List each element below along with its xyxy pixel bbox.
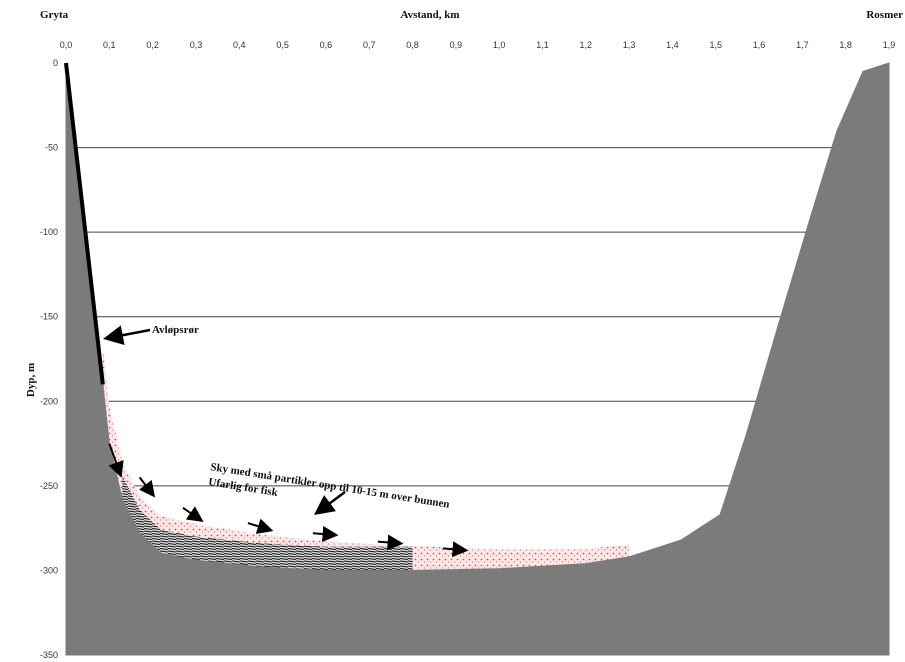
y-tick-label: -250 <box>40 481 58 491</box>
x-tick-label: 0,0 <box>60 40 73 50</box>
x-tick-label: 0,4 <box>233 40 246 50</box>
y-tick-label: -200 <box>40 396 58 406</box>
pipe-group <box>64 62 105 385</box>
y-tick-label: 0 <box>53 58 58 68</box>
x-tick-label: 1,7 <box>796 40 809 50</box>
right-label: Rosmer <box>866 9 903 21</box>
x-tick-labels: 0,0 0,1 0,2 0,3 0,4 0,5 0,6 0,7 0,8 0,9 1,0 1,1 1,2 1… <box>60 40 896 50</box>
terrain-group <box>65 62 890 656</box>
x-tick-label: 0,2 <box>146 40 159 50</box>
x-tick-label: 1,8 <box>839 40 852 50</box>
x-tick-label: 1,4 <box>666 40 679 50</box>
x-tick-label: 1,9 <box>883 40 896 50</box>
flow-arrow <box>442 541 469 558</box>
x-tick-label: 0,8 <box>406 40 419 50</box>
x-tick-label: 1,1 <box>536 40 549 50</box>
outfall-pipe <box>64 62 105 385</box>
flow-arrow <box>247 518 274 534</box>
annotation-pipe: Avløpsrør <box>103 324 199 346</box>
y-tick-label: -50 <box>45 143 58 153</box>
sediment-layer <box>122 475 413 571</box>
terrain-area <box>65 62 890 656</box>
x-tick-label: 1,2 <box>580 40 593 50</box>
x-tick-label: 0,7 <box>363 40 376 50</box>
x-tick-label: 1,3 <box>623 40 636 50</box>
annotation-plume: Sky med små partikler opp til 10-15 m ov… <box>208 461 450 515</box>
x-tick-label: 0,3 <box>190 40 203 50</box>
flow-arrow <box>182 506 204 522</box>
flow-arrow <box>138 476 156 498</box>
flow-arrow <box>312 525 339 542</box>
flow-arrow <box>377 534 404 551</box>
flow-arrow <box>108 443 124 478</box>
left-label: Gryta <box>40 9 69 21</box>
y-tick-label: -350 <box>40 650 58 660</box>
sediment-group <box>122 475 413 571</box>
x-axis-title: Avstand, km <box>400 9 459 21</box>
annotation-pipe-label: Avløpsrør <box>152 324 199 336</box>
x-tick-label: 0,6 <box>320 40 333 50</box>
x-tick-label: 0,1 <box>103 40 116 50</box>
y-tick-label: -150 <box>40 312 58 322</box>
y-tick-label: -300 <box>40 565 58 575</box>
x-tick-label: 0,9 <box>450 40 463 50</box>
annotation-plume-arrow <box>313 490 346 515</box>
y-axis-title: Dyp, m <box>25 363 37 397</box>
y-tick-label: -100 <box>40 227 58 237</box>
x-tick-label: 1,6 <box>753 40 766 50</box>
x-tick-label: 1,5 <box>709 40 722 50</box>
y-tick-labels: 0 -50 -100 -150 -200 -250 -300 -350 <box>40 58 58 660</box>
annotation-pipe-arrow <box>103 325 151 346</box>
x-tick-label: 0,5 <box>276 40 289 50</box>
flow-arrows <box>108 443 469 558</box>
x-tick-label: 1,0 <box>493 40 506 50</box>
